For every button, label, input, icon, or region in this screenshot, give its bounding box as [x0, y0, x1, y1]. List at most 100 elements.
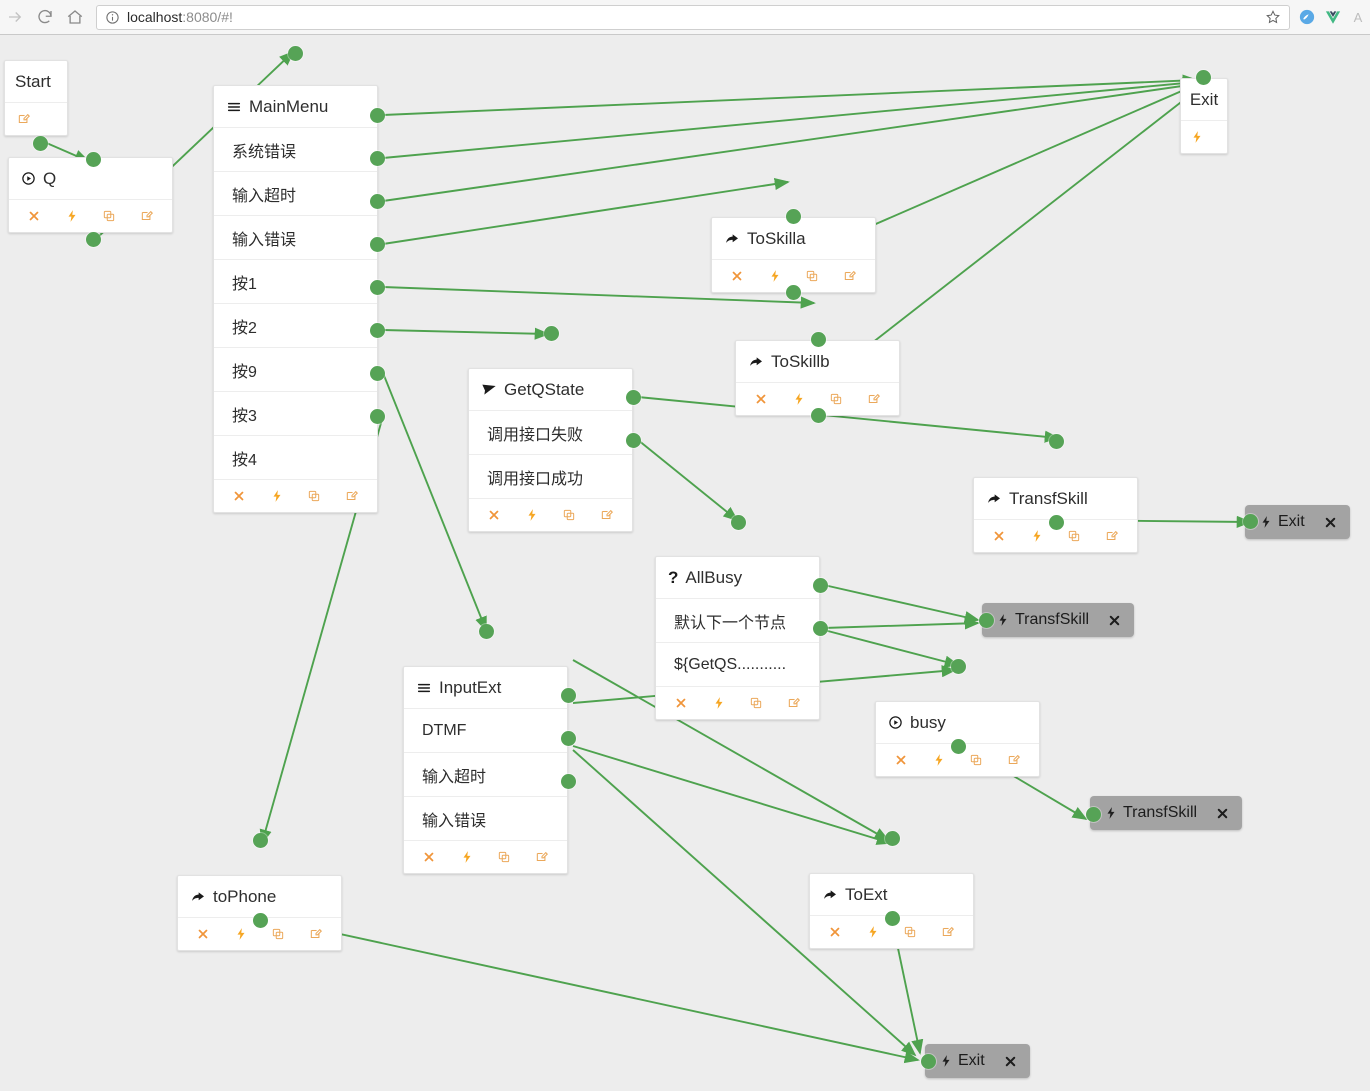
- edit-icon[interactable]: [995, 744, 1033, 776]
- node-row[interactable]: 按9: [214, 348, 377, 392]
- port-in-getqstate[interactable]: [544, 326, 559, 341]
- node-row[interactable]: 调用接口成功: [469, 455, 632, 499]
- delete-icon[interactable]: [718, 260, 756, 292]
- vuejs-devtools-icon[interactable]: [1320, 2, 1346, 32]
- node-q[interactable]: Q: [8, 157, 173, 233]
- bolt-icon[interactable]: [756, 260, 794, 292]
- port-out-toskillb[interactable]: [811, 408, 826, 423]
- node-exit-top[interactable]: Exit: [1180, 78, 1228, 154]
- node-row[interactable]: 调用接口失败: [469, 411, 632, 455]
- node-mainmenu[interactable]: MainMenu 系统错误 输入超时 输入错误 按1 按2 按9 按3 按4: [213, 85, 378, 513]
- delete-icon[interactable]: [184, 918, 222, 950]
- copy-icon[interactable]: [818, 383, 856, 415]
- delete-icon[interactable]: [410, 841, 448, 873]
- edit-icon[interactable]: [929, 916, 967, 948]
- edit-icon[interactable]: [523, 841, 561, 873]
- node-row[interactable]: 按4: [214, 436, 377, 480]
- reload-button[interactable]: [30, 2, 60, 32]
- delete-icon[interactable]: [816, 916, 854, 948]
- delete-icon[interactable]: [15, 200, 53, 232]
- forward-button[interactable]: [0, 2, 30, 32]
- port-out-mainmenu-row1[interactable]: [370, 151, 385, 166]
- port-in-chip-exit-bottom[interactable]: [921, 1054, 936, 1069]
- edit-icon[interactable]: [297, 918, 335, 950]
- delete-icon[interactable]: [475, 499, 513, 531]
- copy-icon[interactable]: [958, 744, 996, 776]
- address-bar[interactable]: localhost:8080/#!: [96, 4, 1290, 30]
- bolt-icon[interactable]: [258, 480, 296, 512]
- port-out-inputext-row1[interactable]: [561, 731, 576, 746]
- port-out-toext[interactable]: [885, 911, 900, 926]
- node-toskilla[interactable]: ToSkilla: [711, 217, 876, 293]
- port-out-toskilla[interactable]: [786, 285, 801, 300]
- port-out-inputext-row0[interactable]: [561, 688, 576, 703]
- close-icon[interactable]: [1323, 515, 1338, 530]
- copy-icon[interactable]: [296, 480, 334, 512]
- copy-icon[interactable]: [738, 687, 776, 719]
- port-out-mainmenu-row7[interactable]: [370, 409, 385, 424]
- bookmark-star-icon[interactable]: [1265, 9, 1281, 25]
- copy-icon[interactable]: [260, 918, 298, 950]
- bolt-icon[interactable]: [854, 916, 892, 948]
- bolt-icon[interactable]: [700, 687, 738, 719]
- node-row[interactable]: 按3: [214, 392, 377, 436]
- copy-icon[interactable]: [486, 841, 524, 873]
- port-in-toext[interactable]: [885, 831, 900, 846]
- node-getqstate[interactable]: GetQState 调用接口失败 调用接口成功: [468, 368, 633, 532]
- info-circle-icon[interactable]: [105, 10, 120, 25]
- node-toskillb[interactable]: ToSkillb: [735, 340, 900, 416]
- delete-icon[interactable]: [882, 744, 920, 776]
- node-row[interactable]: 输入错误: [404, 797, 567, 841]
- node-row[interactable]: 输入超时: [214, 172, 377, 216]
- port-in-chip-transfskill-low[interactable]: [1086, 807, 1101, 822]
- bolt-icon[interactable]: [1018, 520, 1056, 552]
- port-out-mainmenu-row3[interactable]: [370, 237, 385, 252]
- flow-canvas[interactable]: Start Q: [0, 35, 1370, 1091]
- bolt-icon[interactable]: [920, 744, 958, 776]
- chip-exit-bottom[interactable]: Exit: [925, 1044, 1030, 1078]
- edit-icon[interactable]: [855, 383, 893, 415]
- port-in-busy[interactable]: [951, 659, 966, 674]
- port-out-allbusy-row1[interactable]: [813, 621, 828, 636]
- port-in-allbusy[interactable]: [731, 515, 746, 530]
- port-out-mainmenu-row2[interactable]: [370, 194, 385, 209]
- edit-icon[interactable]: [128, 200, 166, 232]
- edit-icon[interactable]: [775, 687, 813, 719]
- bolt-icon[interactable]: [222, 918, 260, 950]
- edit-icon[interactable]: [831, 260, 869, 292]
- node-inputext[interactable]: InputExt DTMF 输入超时 输入错误: [403, 666, 568, 874]
- profile-avatar[interactable]: A: [1353, 9, 1363, 25]
- port-in-mainmenu[interactable]: [288, 46, 303, 61]
- port-out-tophone[interactable]: [253, 913, 268, 928]
- port-in-chip-exit-right[interactable]: [1243, 514, 1258, 529]
- node-start[interactable]: Start: [4, 60, 68, 136]
- edit-icon[interactable]: [333, 480, 371, 512]
- port-out-inputext-row2[interactable]: [561, 774, 576, 789]
- close-icon[interactable]: [1003, 1054, 1018, 1069]
- delete-icon[interactable]: [980, 520, 1018, 552]
- home-button[interactable]: [60, 2, 90, 32]
- copy-icon[interactable]: [794, 260, 832, 292]
- node-row[interactable]: DTMF: [404, 709, 567, 753]
- close-icon[interactable]: [1107, 613, 1122, 628]
- port-in-inputext[interactable]: [479, 624, 494, 639]
- chip-transfskill-mid[interactable]: TransfSkill: [982, 603, 1135, 637]
- node-row[interactable]: 按1: [214, 260, 377, 304]
- node-row[interactable]: 系统错误: [214, 128, 377, 172]
- port-in-toskillb[interactable]: [811, 332, 826, 347]
- node-row[interactable]: 按2: [214, 304, 377, 348]
- delete-icon[interactable]: [742, 383, 780, 415]
- chip-transfskill-low[interactable]: TransfSkill: [1090, 796, 1243, 830]
- port-in-toskilla[interactable]: [786, 209, 801, 224]
- port-out-getqstate-row1[interactable]: [626, 433, 641, 448]
- copy-icon[interactable]: [551, 499, 589, 531]
- node-allbusy[interactable]: ? AllBusy 默认下一个节点 ${GetQS...........: [655, 556, 820, 720]
- port-in-tophone[interactable]: [253, 833, 268, 848]
- bolt-icon[interactable]: [1181, 121, 1204, 153]
- copy-icon[interactable]: [91, 200, 129, 232]
- port-out-mainmenu-row6[interactable]: [370, 366, 385, 381]
- bolt-icon[interactable]: [513, 499, 551, 531]
- delete-icon[interactable]: [220, 480, 258, 512]
- bolt-icon[interactable]: [780, 383, 818, 415]
- port-out-allbusy-row0[interactable]: [813, 578, 828, 593]
